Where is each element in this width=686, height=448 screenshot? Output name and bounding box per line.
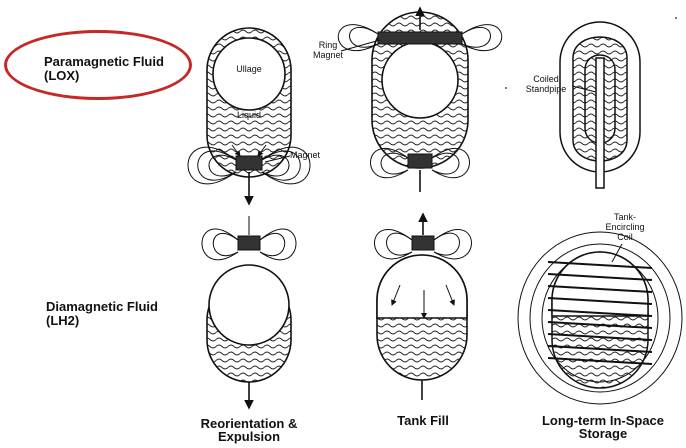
caption-reorientation: Reorientation & Expulsion bbox=[192, 417, 306, 443]
row-label-paramagnetic: Paramagnetic Fluid (LOX) bbox=[44, 55, 164, 83]
magnet-lh2-reorientation bbox=[202, 216, 296, 260]
callout-line: Magnet bbox=[310, 50, 346, 60]
tank-lox-storage bbox=[560, 22, 640, 188]
caption-line: Tank Fill bbox=[380, 414, 466, 427]
magnet-lox-fill bbox=[371, 148, 470, 192]
callout-liquid: Liquid bbox=[232, 110, 266, 120]
callout-line: Ring bbox=[310, 40, 346, 50]
callout-line: Encircling bbox=[600, 222, 650, 232]
callout-line: Standpipe bbox=[518, 84, 574, 94]
speck bbox=[675, 17, 677, 19]
callout-line: Tank- bbox=[600, 212, 650, 222]
caption-storage: Long-term In-Space Storage bbox=[528, 414, 678, 440]
tank-lox-reorientation bbox=[207, 28, 291, 177]
caption-tank-fill: Tank Fill bbox=[380, 414, 466, 427]
magnet-lh2-fill bbox=[375, 214, 472, 259]
callout-coiled-standpipe: Coiled Standpipe bbox=[518, 74, 574, 94]
caption-line: Storage bbox=[528, 427, 678, 440]
callout-line: Coil bbox=[600, 232, 650, 242]
callout-line: Coiled bbox=[518, 74, 574, 84]
tank-lh2-storage bbox=[518, 232, 682, 404]
speck bbox=[505, 87, 507, 89]
row-subtitle: (LOX) bbox=[44, 69, 164, 83]
row-title: Paramagnetic Fluid bbox=[44, 55, 164, 69]
tank-lh2-reorientation bbox=[207, 265, 291, 408]
row-subtitle: (LH2) bbox=[46, 314, 158, 328]
row-label-diamagnetic: Diamagnetic Fluid (LH2) bbox=[46, 300, 158, 328]
tank-lh2-fill bbox=[377, 255, 467, 400]
row-title: Diamagnetic Fluid bbox=[46, 300, 158, 314]
callout-tank-coil: Tank- Encircling Coil bbox=[600, 212, 650, 242]
callout-magnet: Magnet bbox=[290, 150, 330, 160]
callout-ullage: Ullage bbox=[228, 64, 270, 74]
callout-ring-magnet: Ring Magnet bbox=[310, 40, 346, 60]
caption-line: Expulsion bbox=[192, 430, 306, 443]
